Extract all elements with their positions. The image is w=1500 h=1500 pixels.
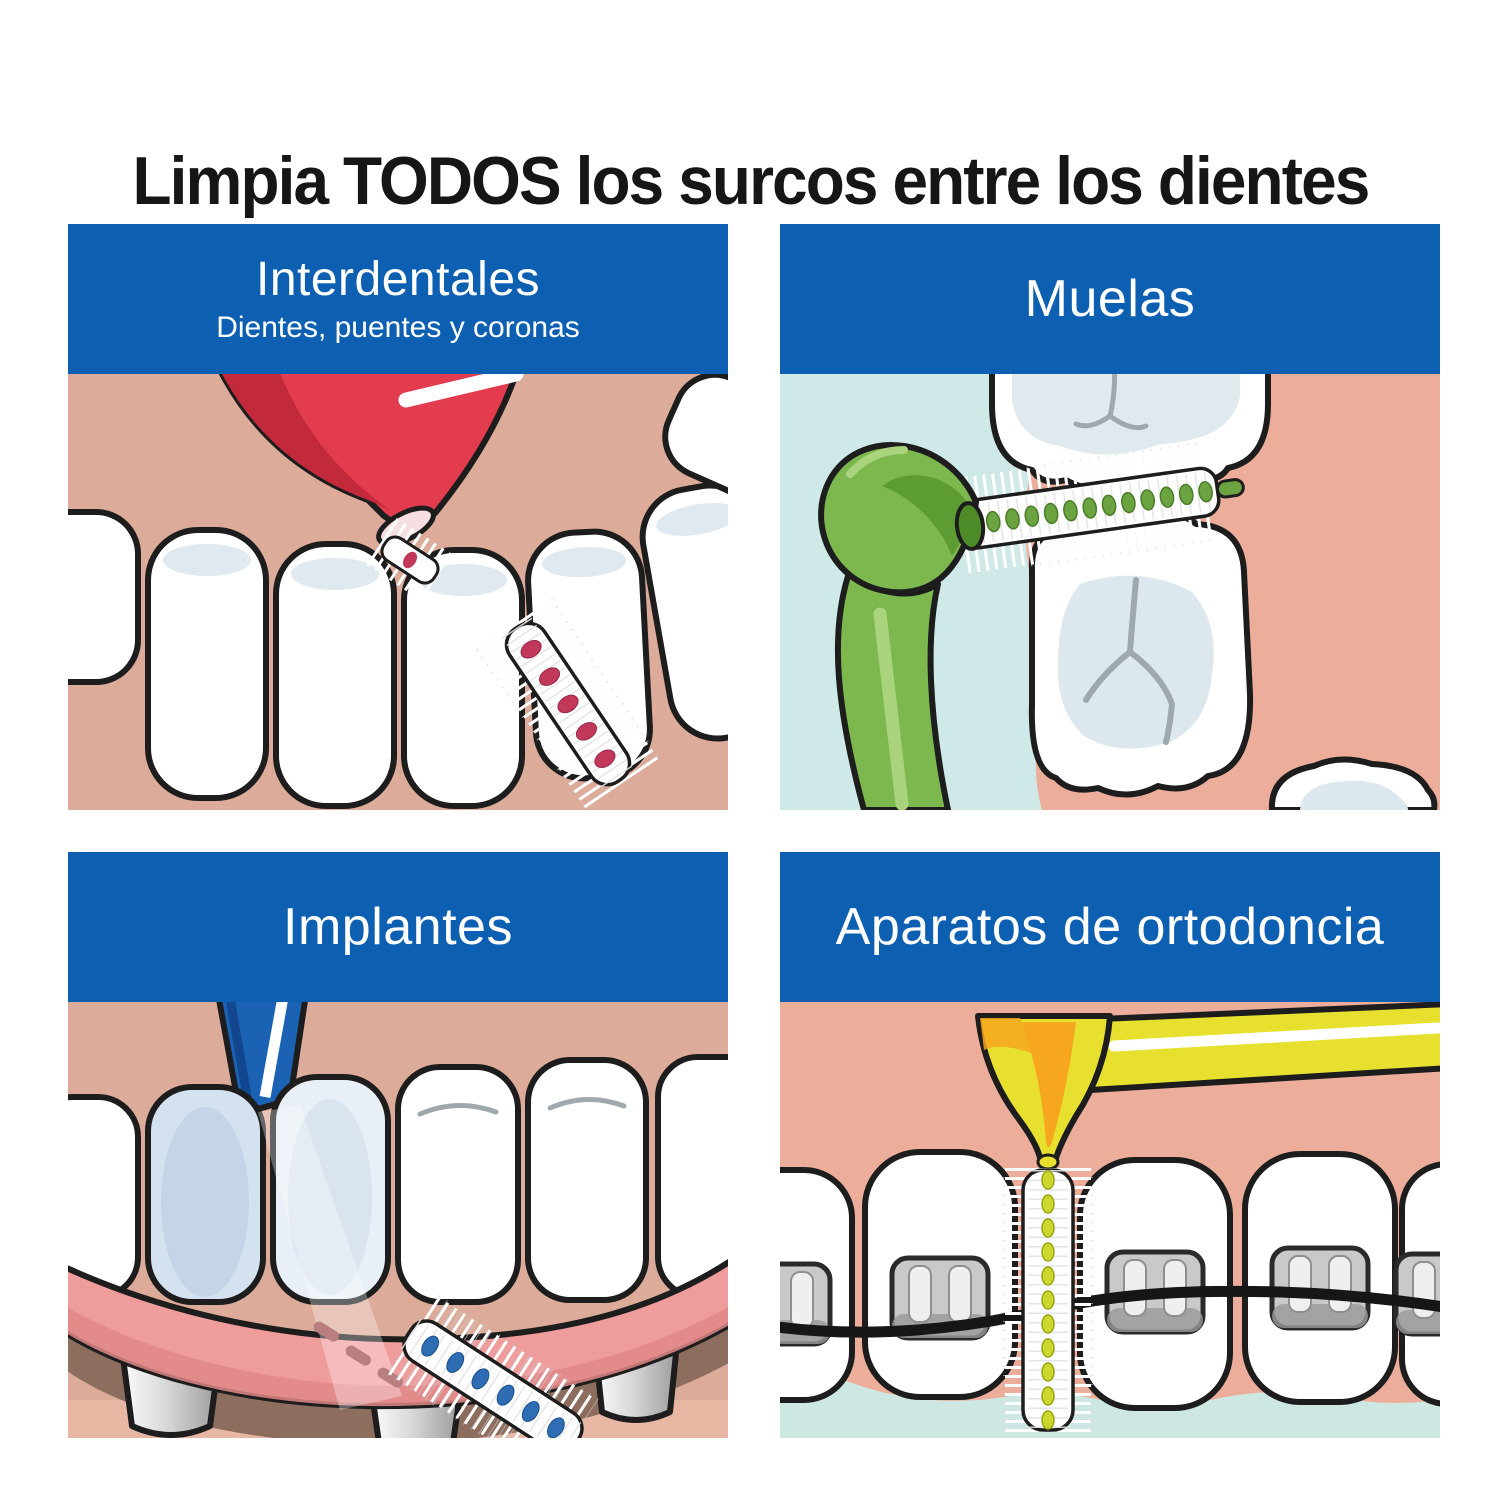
braces-bracket	[1393, 1251, 1440, 1337]
panel-ortodoncia: Aparatos de ortodoncia	[780, 852, 1440, 1438]
interdental-brush-lower	[476, 598, 660, 810]
panel-interdentales: Interdentales Dientes, puentes y coronas	[68, 224, 728, 810]
interdentales-illustration	[68, 374, 728, 810]
gum-entry-dashes	[313, 1321, 403, 1388]
interdental-brush-under-bridge	[387, 1295, 599, 1438]
panel-title: Muelas	[1024, 269, 1196, 328]
interdental-brush-tip	[366, 517, 454, 603]
brush-path-ghost	[258, 1106, 402, 1410]
blue-brush-handle	[216, 1002, 308, 1117]
green-brush-handle	[818, 442, 986, 810]
implantes-illustration	[68, 1002, 728, 1438]
interdental-brush-horizontal	[955, 441, 1245, 576]
front-teeth-row	[68, 374, 728, 809]
panel-muelas-header: Muelas	[780, 224, 1440, 374]
ortodoncia-illustration	[780, 1002, 1440, 1438]
muelas-illustration	[780, 374, 1440, 810]
panel-implantes-header: Implantes	[68, 852, 728, 1002]
partial-molar-bottom	[1268, 756, 1438, 810]
teeth-shading	[163, 502, 728, 596]
panel-title: Interdentales	[255, 253, 541, 307]
panel-title: Aparatos de ortodoncia	[835, 897, 1385, 956]
red-brush-handle	[218, 374, 524, 547]
panel-interdentales-header: Interdentales Dientes, puentes y coronas	[68, 224, 728, 374]
panel-ortodoncia-header: Aparatos de ortodoncia	[780, 852, 1440, 1002]
interdental-brush-vertical	[1003, 1168, 1093, 1432]
panel-title: Implantes	[283, 897, 513, 956]
crown-shading	[161, 1096, 627, 1297]
lower-molar	[1028, 510, 1254, 798]
page-title: Limpia TODOS los surcos entre los diente…	[131, 142, 1370, 219]
panel-implantes: Implantes	[68, 852, 728, 1438]
yellow-brush-handle	[975, 1002, 1440, 1171]
braces-bracket	[889, 1255, 991, 1341]
panel-subtitle: Dientes, puentes y coronas	[216, 311, 580, 345]
arch-wire	[780, 1285, 1440, 1338]
panel-muelas: Muelas	[780, 224, 1440, 810]
